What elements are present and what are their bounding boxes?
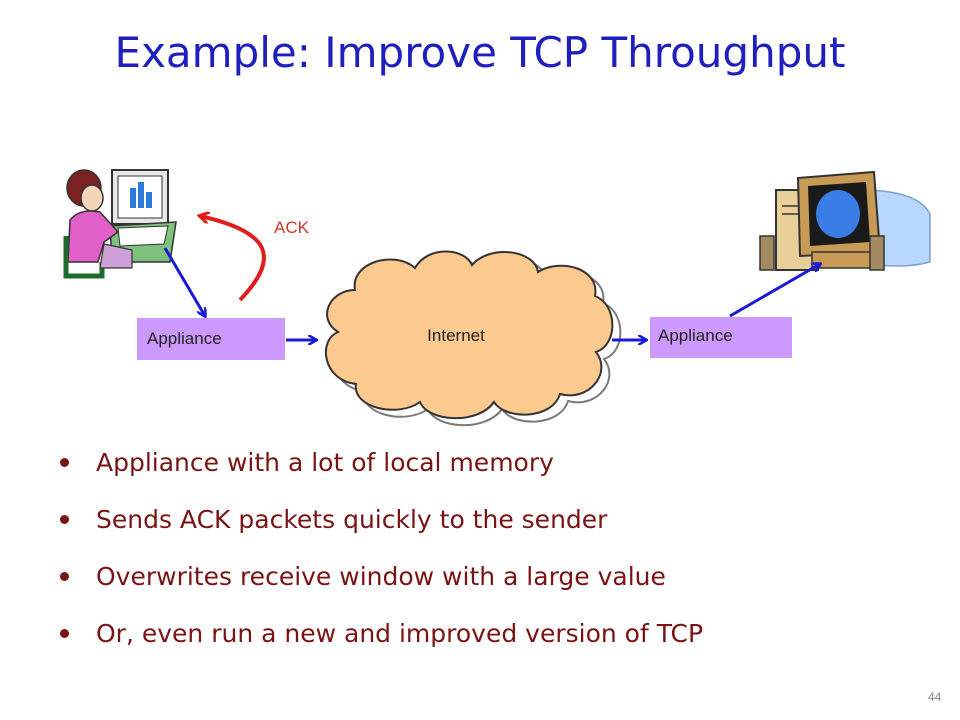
bullet-text: Or, even run a new and improved version …	[96, 619, 704, 648]
bullet-dot-icon	[60, 629, 69, 638]
left-appliance-box: Appliance	[137, 318, 285, 360]
left-appliance-label: Appliance	[147, 329, 222, 348]
ack-label: ACK	[274, 218, 309, 237]
internet-label: Internet	[427, 326, 485, 345]
bullet-item: Sends ACK packets quickly to the sender	[58, 505, 938, 562]
internet-cloud	[324, 250, 622, 427]
page-number: 44	[928, 690, 942, 704]
bullet-dot-icon	[60, 458, 69, 467]
desktop-computer-icon	[759, 170, 931, 271]
ack-arrow	[200, 216, 266, 302]
right-appliance-label: Appliance	[658, 326, 733, 345]
bullet-text: Sends ACK packets quickly to the sender	[96, 505, 608, 534]
appliance-to-receiver-arrow	[729, 264, 820, 318]
right-appliance-box: Appliance	[650, 317, 792, 358]
user-at-computer-icon	[63, 169, 177, 279]
sender-to-appliance-arrow	[163, 247, 205, 316]
bullet-text: Overwrites receive window with a large v…	[96, 562, 666, 591]
bullet-dot-icon	[60, 515, 69, 524]
bullet-item: Overwrites receive window with a large v…	[58, 562, 938, 619]
bullet-item: Or, even run a new and improved version …	[58, 619, 938, 676]
bullet-text: Appliance with a lot of local memory	[96, 448, 554, 477]
slide-title: Example: Improve TCP Throughput	[114, 28, 846, 77]
bullet-item: Appliance with a lot of local memory	[58, 448, 938, 505]
bullet-list: Appliance with a lot of local memory Sen…	[58, 448, 938, 676]
bullet-dot-icon	[60, 572, 69, 581]
